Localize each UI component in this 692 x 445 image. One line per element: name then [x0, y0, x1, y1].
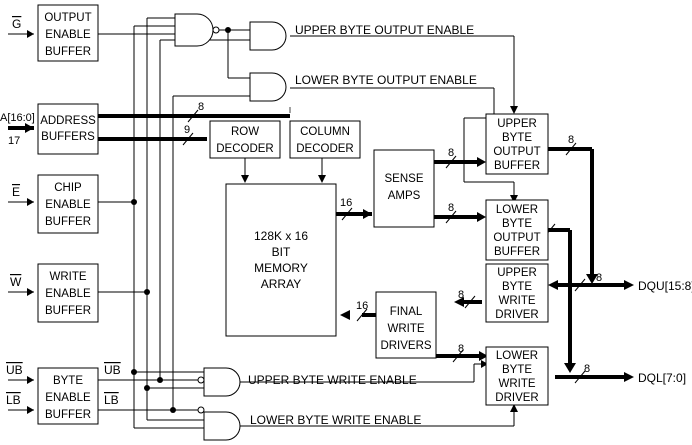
upper-byte-output-buffer: UPPER BYTE OUTPUT BUFFER	[485, 113, 549, 175]
svg-text:8: 8	[568, 134, 574, 146]
bus-slashes	[182, 109, 586, 384]
svg-text:BUFFER: BUFFER	[45, 305, 91, 317]
sense-amps: SENSE AMPS	[373, 149, 435, 228]
pin-address: A[16:0]	[0, 112, 35, 124]
write-enable-buffer: WRITE ENABLE BUFFER	[37, 263, 99, 323]
svg-text:DECODER: DECODER	[296, 143, 354, 155]
control-wires	[8, 17, 515, 429]
upper-byte-write-driver: UPPER BYTE WRITE DRIVER	[485, 263, 549, 323]
svg-text:ENABLE: ENABLE	[45, 199, 91, 211]
svg-text:BYTE: BYTE	[53, 375, 83, 387]
pin-g: G	[12, 17, 21, 31]
svg-text:OUTPUT: OUTPUT	[44, 12, 91, 24]
svg-text:UPPER: UPPER	[497, 118, 537, 130]
junction-dots	[131, 27, 231, 413]
svg-text:BYTE: BYTE	[502, 281, 532, 293]
pin-labels: G A[16:0] 17 E W UB LB UB LB DQU[15:8] D…	[0, 17, 692, 407]
svg-text:OUTPUT: OUTPUT	[493, 146, 540, 158]
svg-text:LOWER: LOWER	[496, 350, 538, 362]
lower-byte-output-buffer: LOWER BYTE OUTPUT BUFFER	[485, 199, 549, 261]
byte-ub-tap: UB	[104, 363, 121, 377]
svg-text:WRITE: WRITE	[387, 323, 424, 335]
svg-text:DECODER: DECODER	[216, 143, 274, 155]
svg-text:BYTE: BYTE	[502, 132, 532, 144]
svg-text:8: 8	[596, 272, 602, 284]
svg-text:OUTPUT: OUTPUT	[493, 232, 540, 244]
svg-text:BUFFER: BUFFER	[45, 216, 91, 228]
nand-gate-output	[174, 13, 220, 47]
pin-ub: UB	[6, 363, 23, 377]
svg-text:8: 8	[448, 147, 454, 159]
byte-enable-buffer: BYTE ENABLE BUFFER	[37, 367, 99, 425]
svg-text:8: 8	[458, 343, 464, 355]
svg-text:ENABLE: ENABLE	[45, 392, 91, 404]
pin-address-count: 17	[8, 135, 20, 147]
svg-text:ARRAY: ARRAY	[261, 277, 301, 291]
svg-text:MEMORY: MEMORY	[254, 261, 308, 275]
upper-write-enable-label: UPPER BYTE WRITE ENABLE	[248, 373, 417, 387]
pin-e: E	[12, 185, 20, 199]
and-gate-upper-write-enable	[197, 367, 241, 397]
svg-text:16: 16	[340, 197, 352, 209]
svg-text:ENABLE: ENABLE	[45, 288, 91, 300]
svg-text:DRIVER: DRIVER	[495, 392, 538, 404]
svg-text:ROW: ROW	[231, 126, 259, 138]
svg-text:WRITE: WRITE	[498, 378, 535, 390]
svg-text:BUFFER: BUFFER	[494, 246, 540, 258]
output-enable-buffer: OUTPUT ENABLE BUFFER	[37, 4, 99, 62]
lower-output-enable-label: LOWER BYTE OUTPUT ENABLE	[295, 73, 477, 87]
lower-byte-write-driver: LOWER BYTE WRITE DRIVER	[485, 346, 549, 406]
arrowheads	[25, 30, 634, 414]
upper-output-enable-label: UPPER BYTE OUTPUT ENABLE	[295, 23, 474, 37]
svg-text:LOWER: LOWER	[496, 204, 538, 216]
svg-text:9: 9	[184, 124, 190, 136]
svg-text:ENABLE: ENABLE	[45, 29, 91, 41]
svg-text:BUFFERS: BUFFERS	[41, 131, 95, 143]
svg-text:ADDRESS: ADDRESS	[40, 115, 96, 127]
signal-names: UPPER BYTE OUTPUT ENABLE LOWER BYTE OUTP…	[248, 23, 477, 427]
svg-text:8: 8	[584, 363, 590, 375]
svg-text:DRIVER: DRIVER	[495, 309, 538, 321]
bus-width-labels: 8 9 16 8 8 8 8 8 8 8 16	[184, 101, 602, 375]
svg-text:BUFFER: BUFFER	[45, 46, 91, 58]
svg-text:FINAL: FINAL	[390, 306, 423, 318]
final-write-drivers: FINAL WRITE DRIVERS	[375, 291, 437, 359]
pin-dql: DQL[7:0]	[638, 371, 686, 385]
svg-text:COLUMN: COLUMN	[300, 126, 350, 138]
byte-lb-tap: LB	[104, 393, 119, 407]
logic-gates	[174, 13, 287, 441]
svg-text:BIT: BIT	[272, 245, 291, 259]
lower-write-enable-label: LOWER BYTE WRITE ENABLE	[250, 413, 421, 427]
svg-text:WRITE: WRITE	[498, 295, 535, 307]
svg-text:BYTE: BYTE	[502, 364, 532, 376]
svg-text:128K x 16: 128K x 16	[254, 229, 308, 243]
svg-text:SENSE: SENSE	[385, 173, 424, 185]
svg-text:WRITE: WRITE	[49, 271, 86, 283]
svg-text:16: 16	[356, 300, 368, 312]
column-decoder: COLUMN DECODER	[289, 120, 361, 159]
chip-enable-buffer: CHIP ENABLE BUFFER	[37, 174, 99, 234]
svg-text:8: 8	[198, 101, 204, 113]
and-gate-lower-write-enable	[197, 406, 241, 441]
pin-dqu: DQU[15:8]	[638, 279, 692, 293]
svg-text:UPPER: UPPER	[497, 267, 537, 279]
svg-text:8: 8	[458, 289, 464, 301]
svg-text:BYTE: BYTE	[502, 218, 532, 230]
and-gate-upper-output-enable	[249, 21, 287, 51]
row-decoder: ROW DECODER	[209, 120, 281, 159]
svg-text:BUFFER: BUFFER	[494, 160, 540, 172]
pin-lb: LB	[6, 393, 21, 407]
and-gate-lower-output-enable	[249, 72, 287, 102]
svg-text:8: 8	[448, 202, 454, 214]
address-buffers: ADDRESS BUFFERS	[37, 103, 99, 155]
svg-text:DRIVERS: DRIVERS	[380, 340, 431, 352]
svg-text:BUFFER: BUFFER	[45, 409, 91, 421]
memory-array: 128K x 16 BIT MEMORY ARRAY	[225, 183, 337, 337]
svg-text:CHIP: CHIP	[54, 182, 82, 194]
svg-text:AMPS: AMPS	[388, 190, 421, 202]
pin-w: W	[10, 275, 22, 289]
